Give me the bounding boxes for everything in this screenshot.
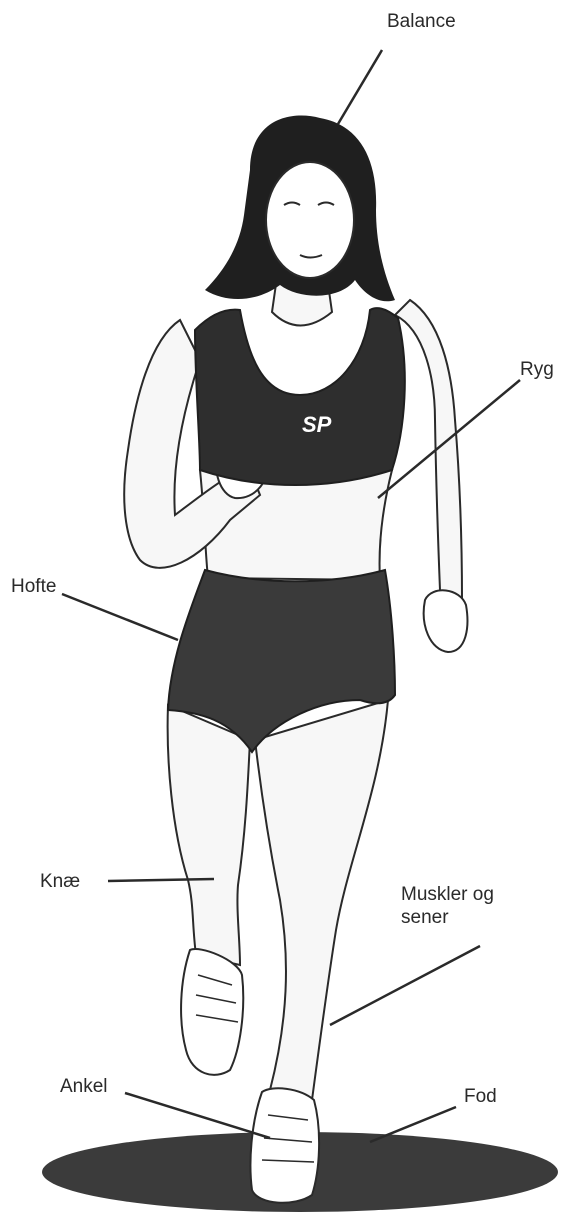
label-fod: Fod [464, 1085, 497, 1108]
face [266, 162, 354, 278]
muskler-leader [330, 946, 480, 1025]
top-logo: SP [302, 412, 332, 437]
label-hofte: Hofte [11, 575, 56, 598]
back-shoe [181, 949, 243, 1075]
front-leg [255, 700, 388, 1100]
right-fist [424, 590, 468, 652]
right-arm [395, 300, 462, 600]
label-muskler-line2: sener [401, 906, 494, 929]
balance-leader [338, 50, 382, 124]
ankel-leader [125, 1093, 270, 1138]
label-ankel: Ankel [60, 1075, 108, 1098]
back-leg [168, 705, 250, 965]
label-muskler-line1: Muskler og [401, 883, 494, 906]
label-ryg: Ryg [520, 358, 554, 381]
sports-top [195, 308, 405, 485]
label-muskler-og-sener: Muskler og sener [401, 883, 494, 929]
label-knae: Knæ [40, 870, 80, 893]
hofte-leader [62, 594, 178, 640]
front-shoe [250, 1088, 319, 1203]
label-balance: Balance [387, 10, 456, 33]
